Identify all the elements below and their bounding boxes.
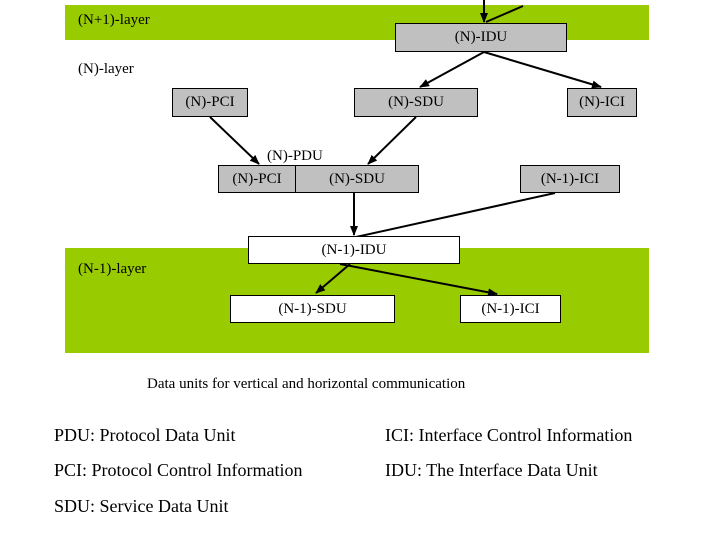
arrow-n-idu-to-n-ici	[483, 51, 602, 89]
n-idu-box: (N)-IDU	[395, 23, 567, 52]
diagram-caption: Data units for vertical and horizontal c…	[147, 376, 466, 392]
n-ici-box: (N)-ICI	[567, 88, 637, 117]
legend-idu: IDU: The Interface Data Unit	[385, 460, 598, 480]
n-pdu-label: (N)-PDU	[267, 148, 323, 164]
n1-ici-box: (N-1)-ICI	[460, 295, 561, 323]
arrow-into-n-idu-diagonal	[485, 5, 524, 23]
n1-ici-middle-box: (N-1)-ICI	[520, 165, 620, 193]
arrow-n1-ici-to-n1-idu	[355, 192, 556, 238]
upper-layer-label: (N+1)-layer	[78, 12, 150, 28]
legend-ici: ICI: Interface Control Information	[385, 425, 633, 445]
arrow-n-sdu-to-pdu-sdu	[367, 116, 417, 165]
arrow-n-pci-to-pdu-pci	[209, 116, 260, 165]
n-pci-box: (N)-PCI	[172, 88, 248, 117]
middle-layer-label: (N)-layer	[78, 61, 134, 77]
legend-sdu: SDU: Service Data Unit	[54, 496, 229, 516]
pdu-sdu-box: (N)-SDU	[295, 165, 419, 193]
arrow-n1-idu-to-n1-ici	[339, 263, 498, 297]
legend-pci: PCI: Protocol Control Information	[54, 460, 303, 480]
lower-layer-label: (N-1)-layer	[78, 261, 147, 277]
n1-idu-box: (N-1)-IDU	[248, 236, 460, 264]
n-sdu-box: (N)-SDU	[354, 88, 478, 117]
arrow-n-idu-to-n-sdu	[419, 51, 485, 88]
arrow-n1-idu-to-n1-sdu	[315, 263, 351, 294]
legend-pdu: PDU: Protocol Data Unit	[54, 425, 236, 445]
n1-sdu-box: (N-1)-SDU	[230, 295, 395, 323]
pdu-pci-box: (N)-PCI	[218, 165, 296, 193]
